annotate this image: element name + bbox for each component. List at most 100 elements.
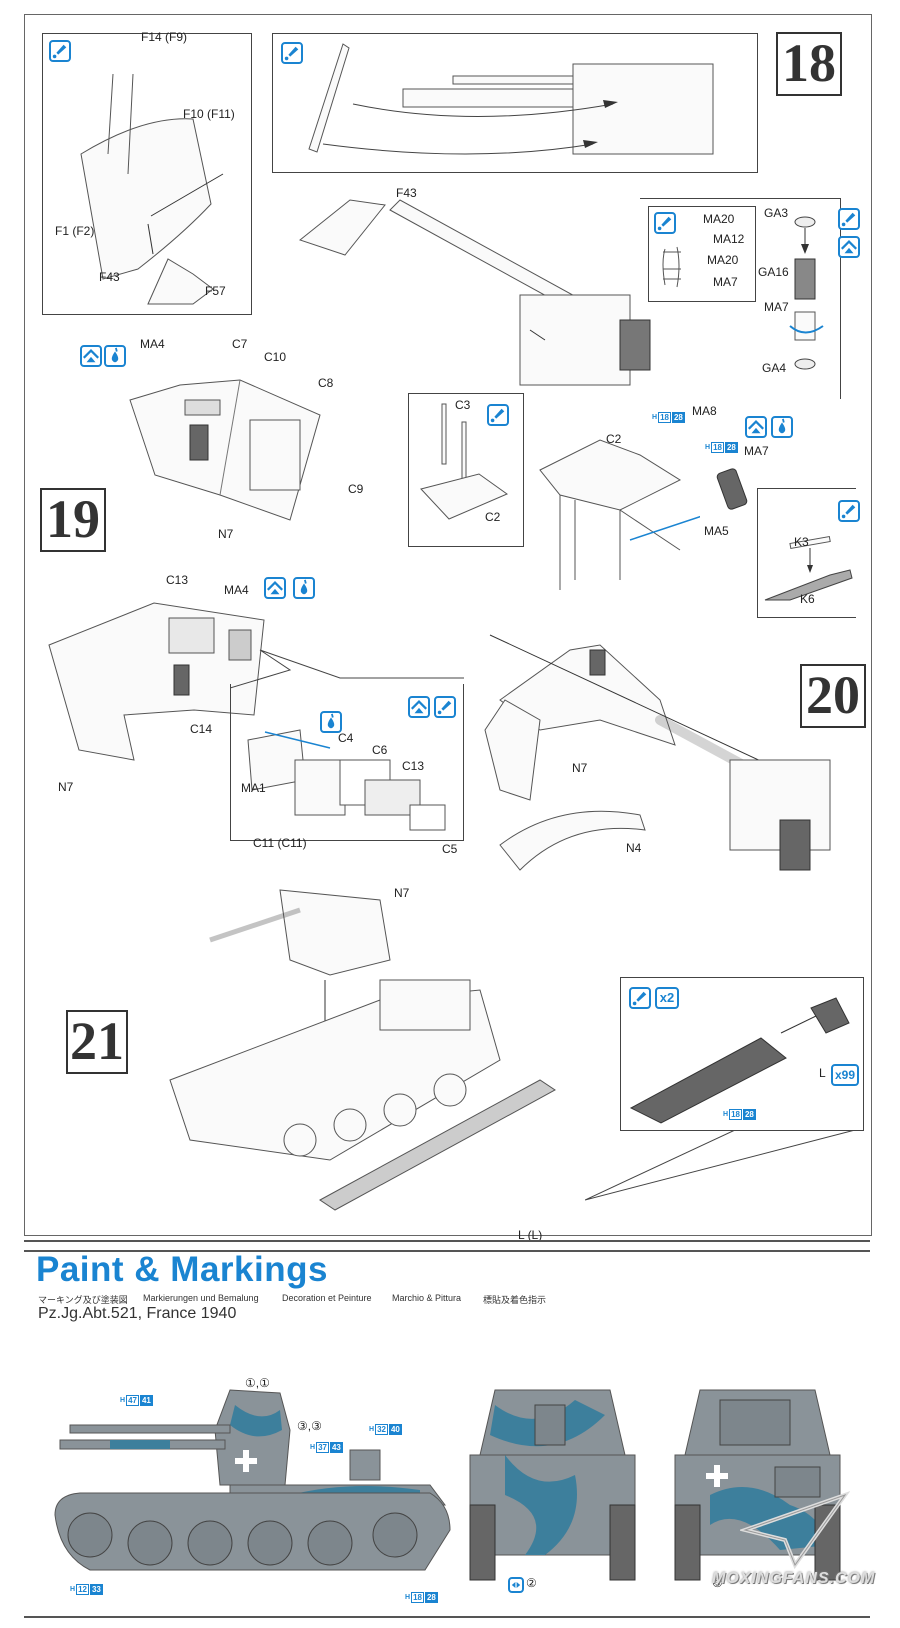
paper-plane-logo-icon bbox=[740, 1491, 850, 1570]
part-label: C13 bbox=[402, 759, 425, 773]
decal-callout: ③,③ bbox=[297, 1419, 322, 1433]
subtitle-chinese: 標貼及着色指示 bbox=[483, 1295, 547, 1305]
part-label: F14 (F9) bbox=[141, 30, 188, 44]
cement-icon bbox=[629, 987, 651, 1009]
flip-over-icon bbox=[264, 577, 286, 599]
flip-over-icon bbox=[80, 345, 102, 367]
cement-icon bbox=[654, 212, 676, 234]
part-label: C11 (C11) bbox=[253, 836, 307, 850]
part-label: L (L) bbox=[518, 1228, 543, 1242]
cement-icon bbox=[281, 42, 303, 64]
part-label: MA20 bbox=[707, 253, 739, 267]
part-label: C2 bbox=[606, 432, 622, 446]
decal-callout: ② bbox=[526, 1576, 537, 1590]
flip-over-icon bbox=[408, 696, 430, 718]
track-drawing bbox=[629, 997, 850, 1124]
part-label: C10 bbox=[264, 350, 287, 364]
liquid-glue-icon bbox=[771, 416, 793, 438]
step-number-21: 21 bbox=[66, 1010, 128, 1074]
paint-markings-title: Paint & Markings bbox=[36, 1250, 328, 1289]
part-label: GA4 bbox=[762, 361, 787, 375]
inset-mount-posts: C3 C2 bbox=[408, 393, 524, 547]
flip-over-icon bbox=[838, 236, 860, 258]
front-view-tank bbox=[469, 1389, 636, 1581]
shield-radio-drawing bbox=[48, 602, 265, 761]
magazine-drawing bbox=[789, 216, 824, 370]
gun-drawing bbox=[308, 43, 714, 155]
cement-icon bbox=[487, 404, 509, 426]
cement-icon bbox=[838, 208, 860, 230]
part-label: C4 bbox=[338, 731, 354, 745]
step-number-19: 19 bbox=[40, 488, 106, 552]
posts-drawing bbox=[420, 403, 509, 520]
inset-gun-barrel bbox=[272, 33, 758, 173]
part-label: F43 bbox=[99, 270, 120, 284]
shield-gun-assembly-drawing bbox=[484, 634, 831, 871]
radio-parts-drawing bbox=[247, 729, 446, 831]
part-label: MA4 bbox=[224, 583, 249, 597]
inset-shield-parts: F14 (F9) F10 (F11) F1 (F2) F43 F57 bbox=[42, 30, 252, 315]
subtitle-italian: Marchio & Pittura bbox=[392, 1293, 462, 1303]
part-label: GA16 bbox=[758, 265, 789, 279]
balkenkreuz-icon bbox=[706, 1465, 728, 1487]
part-label: F1 (F2) bbox=[55, 224, 95, 238]
part-label: N7 bbox=[58, 780, 74, 794]
instructions-frame bbox=[24, 14, 872, 1236]
section-divider bbox=[24, 1616, 870, 1618]
inset-pointer bbox=[230, 649, 464, 689]
part-label: F43 bbox=[396, 186, 417, 200]
shield-plate-drawing bbox=[80, 73, 224, 305]
part-label: N4 bbox=[626, 841, 642, 855]
part-label: N7 bbox=[218, 527, 234, 541]
part-label: L bbox=[819, 1066, 826, 1080]
shield-interior-drawing bbox=[129, 379, 321, 521]
inset-magazine-clip: MA20 MA12 MA20 MA7 bbox=[648, 206, 756, 302]
tank-hull-drawing bbox=[169, 889, 556, 1211]
part-label: MA8 bbox=[692, 404, 717, 418]
subtitle-french: Decoration et Peinture bbox=[282, 1293, 372, 1303]
part-label: C9 bbox=[348, 482, 364, 496]
part-label: GA3 bbox=[764, 206, 789, 220]
side-view-tank bbox=[54, 1389, 451, 1571]
balkenkreuz-icon bbox=[235, 1450, 257, 1472]
decal-icon bbox=[508, 1577, 524, 1593]
part-label: N7 bbox=[572, 761, 588, 775]
liquid-glue-icon bbox=[104, 345, 126, 367]
part-label: C2 bbox=[485, 510, 501, 524]
part-label: K6 bbox=[800, 592, 815, 606]
cement-icon bbox=[49, 40, 71, 62]
inset-magazine-assembly bbox=[640, 198, 841, 399]
clip-drawing bbox=[662, 246, 681, 288]
subtitle-japanese: マーキング及び塗装図 bbox=[38, 1295, 128, 1305]
inset-machine-gun bbox=[757, 488, 856, 618]
part-label: K3 bbox=[794, 535, 809, 549]
decal-callout: ①,① bbox=[245, 1376, 270, 1390]
part-label: F57 bbox=[205, 284, 226, 298]
part-label: C7 bbox=[232, 337, 248, 351]
unit-designation: Pz.Jg.Abt.521, France 1940 bbox=[38, 1305, 237, 1322]
liquid-glue-icon bbox=[320, 711, 342, 733]
part-label: C3 bbox=[455, 398, 471, 412]
decal-callout: ③ bbox=[712, 1576, 723, 1590]
cement-icon bbox=[434, 696, 456, 718]
part-label: MA7 bbox=[764, 300, 789, 314]
part-label: F10 (F11) bbox=[183, 107, 235, 121]
inset-radio-assembly bbox=[230, 684, 464, 841]
part-label: C5 bbox=[442, 842, 458, 856]
watermark: MOXINGFANS.COM bbox=[712, 1570, 876, 1587]
part-label: MA1 bbox=[241, 781, 266, 795]
subtitle-german: Markierungen und Bemalung bbox=[143, 1293, 259, 1303]
part-label: C6 bbox=[372, 743, 388, 757]
part-label: C8 bbox=[318, 376, 334, 390]
liquid-glue-icon bbox=[293, 577, 315, 599]
part-label: MA7 bbox=[713, 275, 738, 289]
part-label: C13 bbox=[166, 573, 189, 587]
